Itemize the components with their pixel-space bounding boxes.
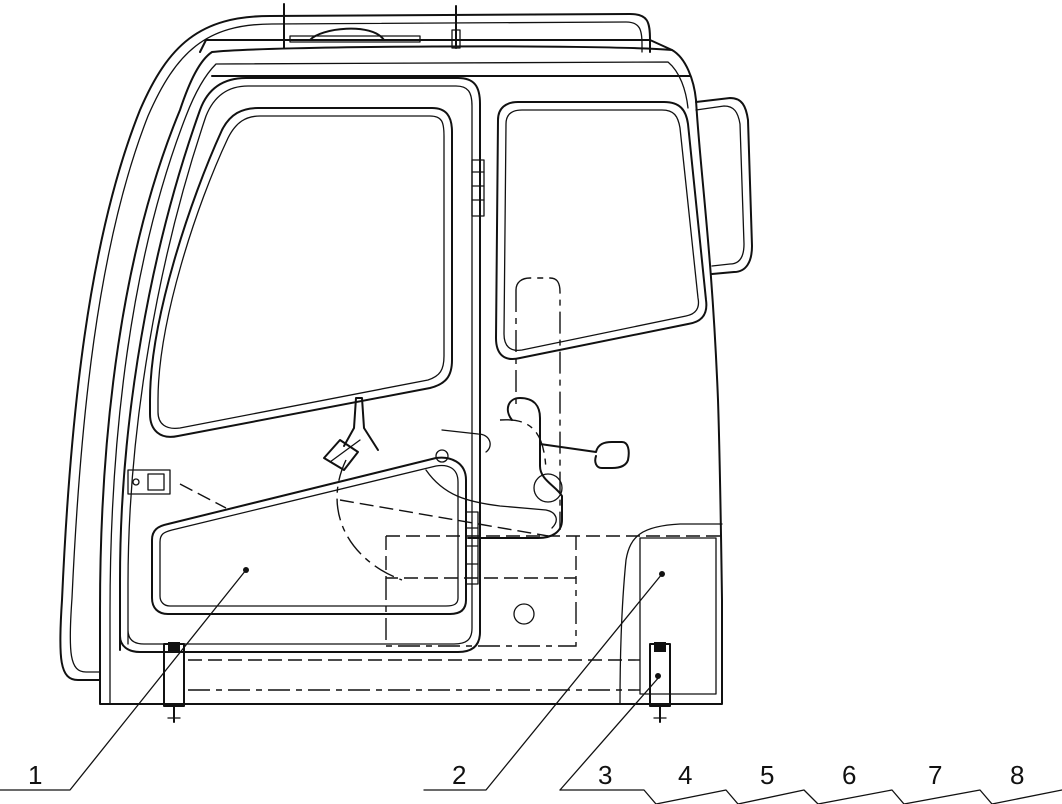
callout-3: 3 (598, 760, 612, 790)
callout-4: 4 (678, 760, 692, 790)
callout-6: 6 (842, 760, 856, 790)
callout-1: 1 (28, 760, 42, 790)
mount-right (649, 642, 671, 723)
seat-lever (323, 397, 630, 539)
lower-cover (619, 523, 723, 705)
roof-top (199, 27, 673, 53)
side-handrail (695, 97, 753, 275)
callout-2: 2 (452, 760, 466, 790)
leader-lines (0, 567, 1062, 804)
mount-left (163, 642, 185, 723)
side-window (495, 101, 708, 360)
callout-labels: 1 2 3 4 5 6 7 8 (28, 760, 1024, 790)
callout-7: 7 (928, 760, 942, 790)
roof-handrail (59, 3, 651, 681)
cab-body (99, 45, 723, 705)
hidden-interior (179, 277, 722, 691)
callout-5: 5 (760, 760, 774, 790)
callout-8: 8 (1010, 760, 1024, 790)
cab-door (119, 77, 485, 653)
